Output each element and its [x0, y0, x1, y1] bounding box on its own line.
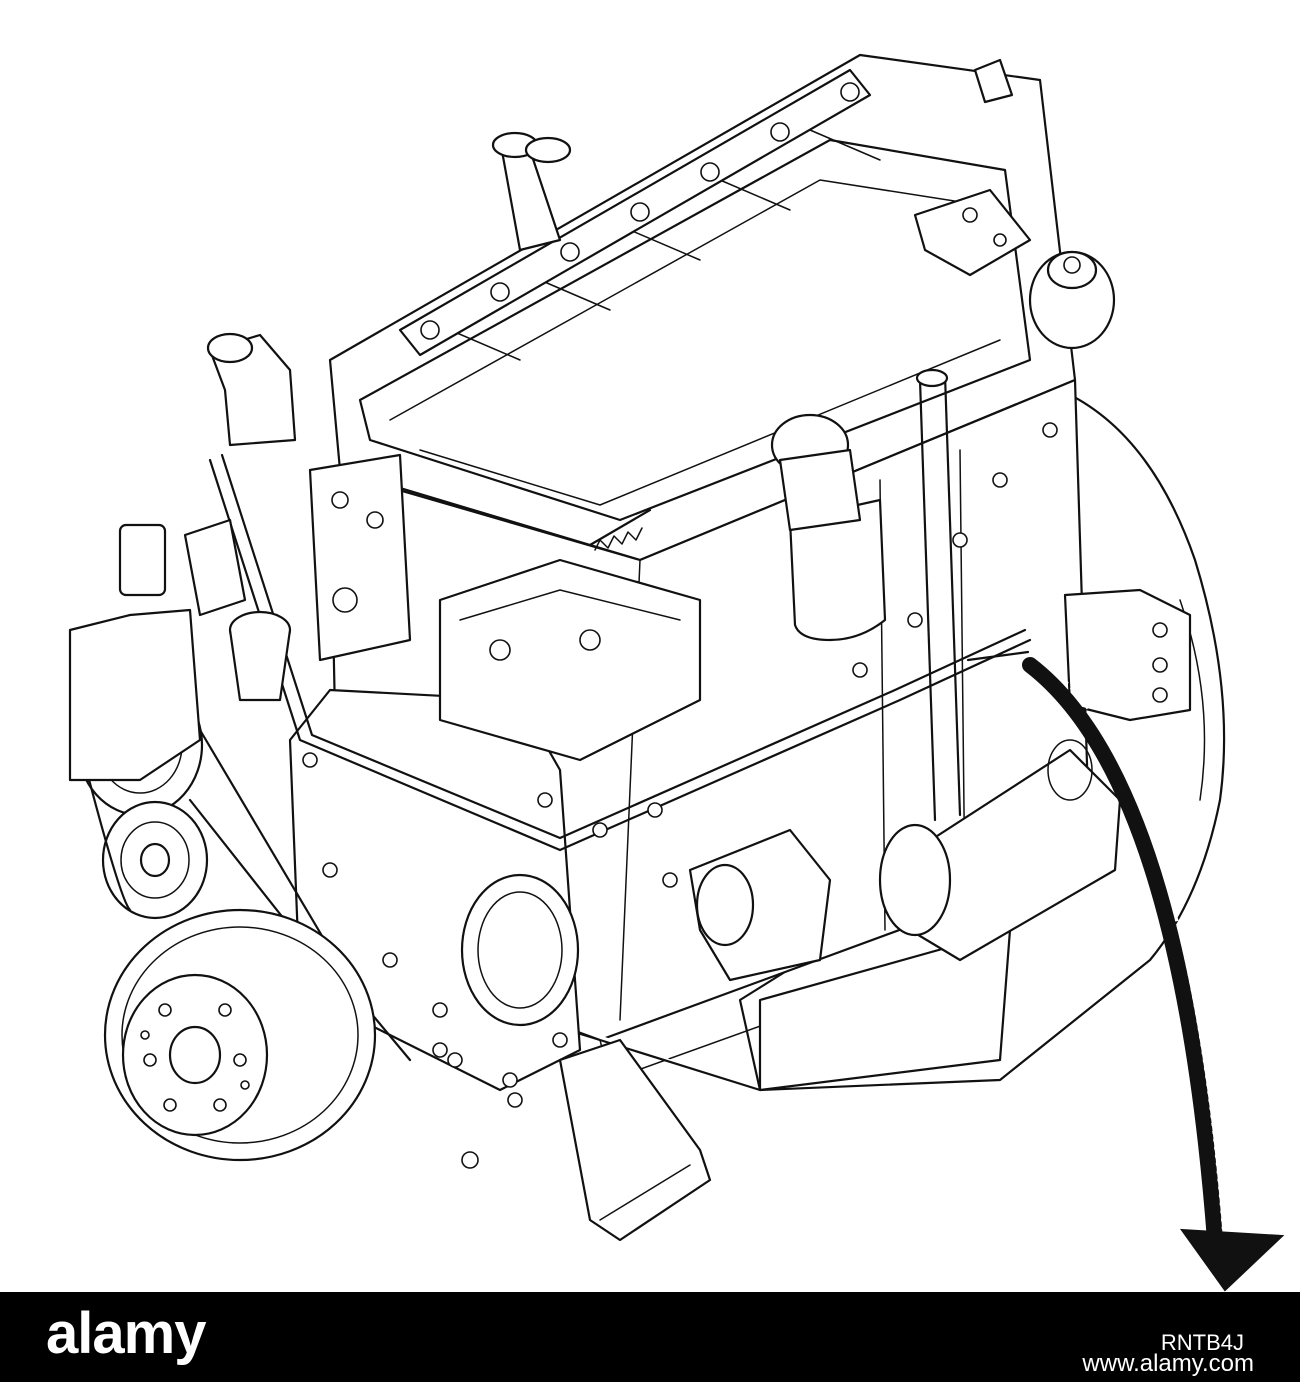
oil-filler — [228, 610, 292, 702]
thermostat-housing — [206, 332, 297, 447]
site-url: www.alamy.com — [1082, 1350, 1254, 1377]
watermark-bar: alamy RNTB4J www.alamy.com — [0, 1292, 1300, 1382]
oil-filter — [1028, 250, 1116, 350]
exhaust-manifold — [398, 58, 1014, 357]
fuel-filter — [770, 413, 887, 642]
alternator — [688, 828, 832, 982]
image-id: RNTB4J — [1160, 1330, 1244, 1355]
injection-pump — [438, 508, 702, 762]
rear-mount-block — [1063, 588, 1192, 722]
starter-motor — [878, 739, 1122, 962]
diagram-canvas — [68, 53, 1285, 1292]
mounting-bracket — [913, 188, 1032, 277]
engine-mount — [558, 1038, 712, 1242]
crank-damper — [103, 908, 377, 1162]
left-bracket-plate — [308, 453, 412, 662]
block-bolts — [432, 422, 1058, 1169]
compressor — [68, 518, 247, 782]
alamy-logo: alamy — [46, 1301, 206, 1366]
engine-drawing — [68, 53, 1285, 1292]
curved-arrow-icon — [966, 650, 1285, 1292]
